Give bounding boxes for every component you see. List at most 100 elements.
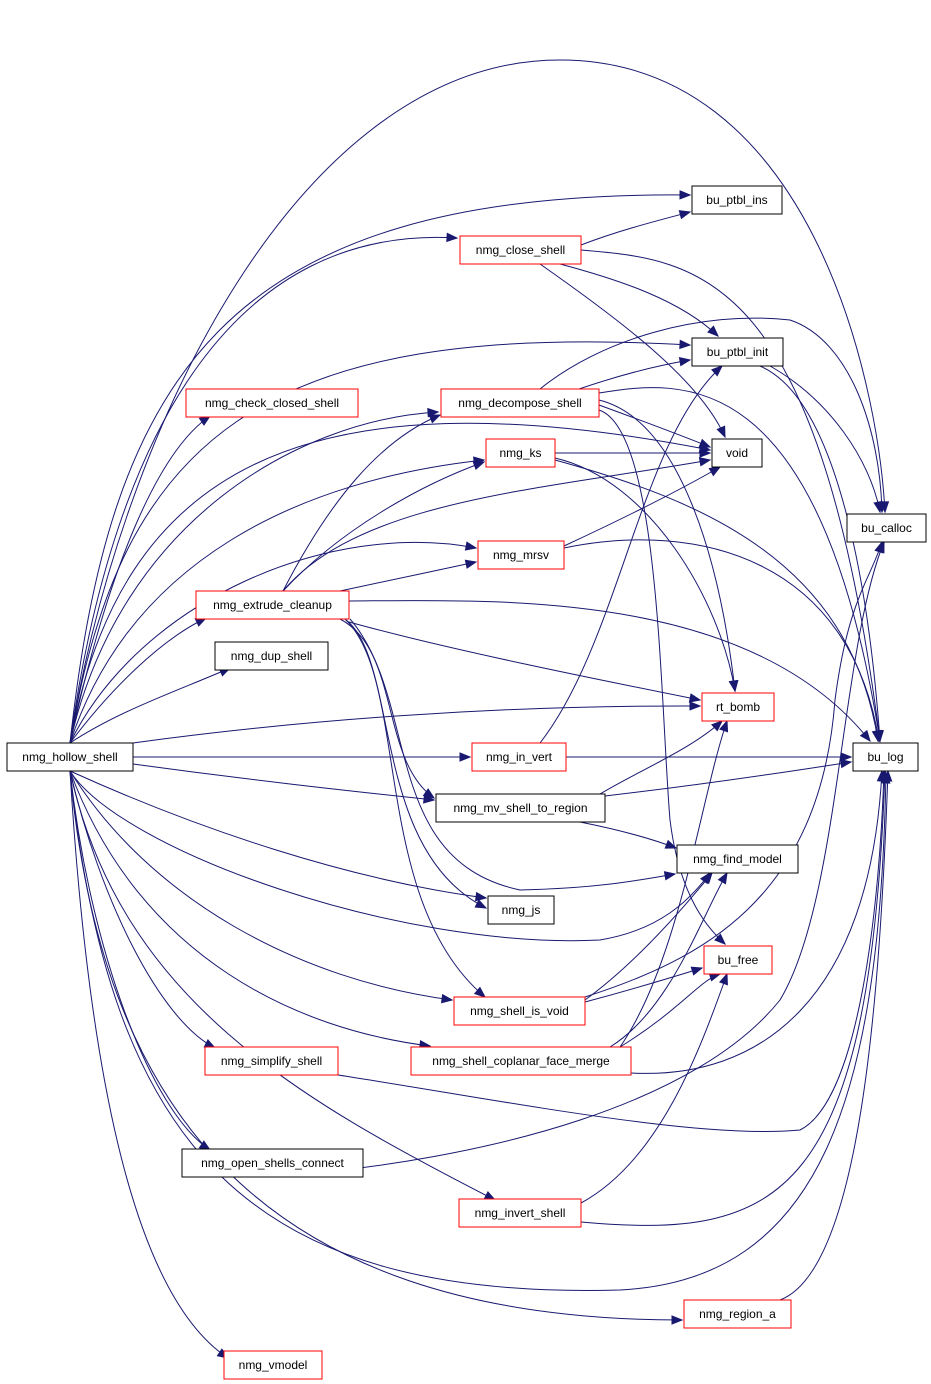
edge-line — [779, 770, 889, 1301]
node-box — [852, 742, 919, 772]
edges-layer — [69, 59, 893, 1359]
edge-nmg_hollow_shell-to-nmg_check_closed_shell — [69, 415, 212, 744]
edge-arrowhead — [875, 540, 885, 554]
edge-nmg_extrude_cleanup-to-nmg_js — [344, 618, 488, 909]
edge-nmg_shell_is_void-to-bu_free — [584, 966, 704, 1003]
edge-nmg_mv_shell_to_region-to-rt_bomb — [599, 720, 723, 795]
node-nmg_vmodel[interactable]: nmg_vmodel — [223, 1350, 323, 1380]
edge-arrowhead — [464, 559, 478, 569]
node-nmg_invert_shell[interactable]: nmg_invert_shell — [458, 1198, 582, 1228]
edge-arrowhead — [719, 719, 729, 733]
edge-arrowhead — [859, 729, 871, 743]
edge-line — [339, 561, 477, 592]
edge-line — [69, 422, 711, 744]
node-label: bu_calloc — [861, 521, 912, 535]
edge-nmg_region_a-to-bu_log — [779, 769, 893, 1301]
edge-line — [580, 249, 881, 742]
edge-arrowhead — [701, 871, 713, 885]
node-nmg_region_a[interactable]: nmg_region_a — [683, 1299, 792, 1329]
edge-line — [69, 541, 477, 744]
edge-arrowhead — [698, 457, 712, 467]
edge-nmg_invert_shell-to-bu_log — [580, 769, 890, 1226]
node-box — [703, 945, 773, 975]
edge-arrowhead — [440, 993, 454, 1004]
edge-line — [69, 770, 487, 899]
node-nmg_check_closed_shell[interactable]: nmg_check_closed_shell — [185, 388, 359, 418]
edge-line — [349, 618, 676, 891]
edge-arrowhead — [711, 365, 723, 377]
node-nmg_in_vert[interactable]: nmg_in_vert — [471, 742, 567, 772]
node-nmg_js: nmg_js — [487, 895, 555, 925]
node-box — [6, 742, 134, 772]
edge-nmg_hollow_shell-to-nmg_in_vert — [133, 752, 472, 762]
edge-line — [69, 459, 485, 744]
edge-line — [539, 365, 723, 744]
node-nmg_dup_shell: nmg_dup_shell — [214, 641, 329, 671]
edge-line — [563, 466, 721, 547]
edge-nmg_hollow_shell-to-nmg_close_shell — [69, 232, 459, 744]
node-nmg_close_shell[interactable]: nmg_close_shell — [459, 235, 582, 265]
edge-arrowhead — [699, 448, 712, 458]
edge-nmg_hollow_shell-to-nmg_mrsv — [69, 541, 478, 744]
edge-arrowhead — [719, 972, 728, 986]
edge-line — [580, 973, 728, 1204]
edge-arrowhead — [472, 461, 486, 471]
node-label: bu_ptbl_ins — [706, 193, 767, 207]
edge-nmg_extrude_cleanup-to-nmg_shell_is_void — [344, 618, 487, 998]
node-rt_bomb[interactable]: rt_bomb — [701, 692, 775, 722]
edge-arrowhead — [690, 966, 704, 976]
edge-arrowhead — [464, 541, 478, 551]
edge-nmg_hollow_shell-to-nmg_js — [69, 770, 488, 902]
edge-line — [539, 263, 726, 438]
edge-nmg_extrude_cleanup-to-nmg_decompose_shell — [282, 414, 442, 592]
node-void: void — [711, 438, 763, 468]
edge-line — [579, 821, 677, 849]
node-label: nmg_dup_shell — [231, 649, 312, 663]
edge-line — [69, 770, 711, 942]
node-label: bu_ptbl_init — [707, 345, 769, 359]
edge-line — [69, 411, 439, 744]
node-nmg_simplify_shell[interactable]: nmg_simplify_shell — [204, 1046, 339, 1076]
edge-line — [69, 770, 496, 1201]
node-nmg_decompose_shell[interactable]: nmg_decompose_shell — [440, 388, 600, 418]
edge-nmg_ks-to-void — [555, 448, 712, 458]
edge-line — [584, 967, 703, 1003]
node-nmg_ks[interactable]: nmg_ks — [485, 438, 556, 468]
node-label: nmg_js — [502, 903, 541, 917]
edge-nmg_decompose_shell-to-void — [598, 404, 712, 448]
edge-nmg_decompose_shell-to-bu_ptbl_init — [578, 357, 692, 390]
node-nmg_shell_coplanar_face_merge[interactable]: nmg_shell_coplanar_face_merge — [410, 1046, 632, 1076]
edge-line — [69, 770, 683, 1321]
edge-arrowhead — [459, 752, 472, 762]
node-box — [223, 1350, 323, 1380]
node-label: nmg_shell_coplanar_face_merge — [432, 1054, 610, 1068]
node-label: void — [726, 446, 748, 460]
node-box — [691, 337, 784, 367]
edge-line — [269, 541, 885, 1178]
edge-arrowhead — [663, 871, 677, 881]
edge-line — [619, 973, 721, 1048]
edge-line — [69, 415, 211, 744]
edge-line — [604, 761, 852, 797]
node-nmg_shell_is_void[interactable]: nmg_shell_is_void — [453, 996, 586, 1026]
edge-line — [337, 770, 885, 1133]
edge-line — [584, 872, 713, 1001]
edge-line — [69, 617, 207, 744]
edge-arrowhead — [707, 325, 719, 337]
edge-arrowhead — [678, 210, 692, 220]
node-label: nmg_open_shells_connect — [201, 1156, 344, 1170]
edge-line — [69, 341, 691, 744]
node-nmg_extrude_cleanup[interactable]: nmg_extrude_cleanup — [195, 590, 350, 620]
node-label: nmg_invert_shell — [475, 1206, 566, 1220]
edge-arrowhead — [446, 232, 459, 243]
edge-line — [539, 317, 883, 513]
node-box — [471, 742, 567, 772]
node-bu_free[interactable]: bu_free — [703, 945, 773, 975]
node-label: nmg_mv_shell_to_region — [453, 801, 587, 815]
node-label: nmg_simplify_shell — [221, 1054, 322, 1068]
edge-nmg_hollow_shell-to-nmg_dup_shell — [69, 667, 232, 744]
node-label: rt_bomb — [716, 700, 760, 714]
node-label: nmg_decompose_shell — [458, 396, 581, 410]
node-nmg_mrsv[interactable]: nmg_mrsv — [477, 540, 565, 570]
edge-line — [599, 720, 723, 795]
